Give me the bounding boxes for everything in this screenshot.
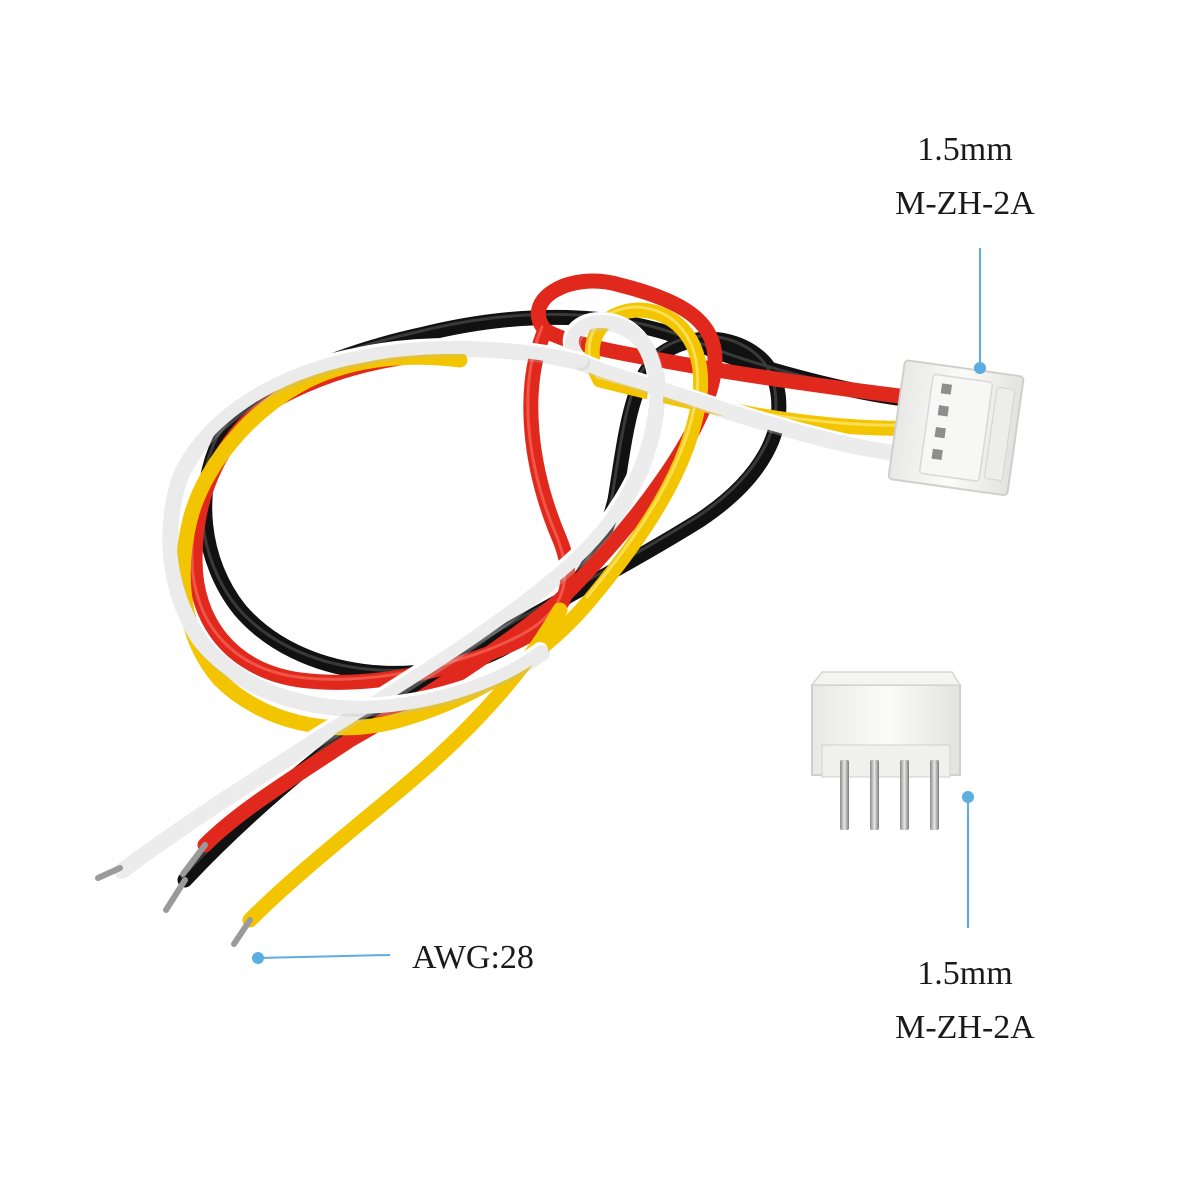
black-wire-tip (163, 877, 188, 913)
yellow-wire-tip (231, 917, 253, 947)
top-callout-model: M-ZH-2A (895, 185, 1035, 222)
wire-tips (95, 842, 253, 947)
red-wire-tip (180, 842, 208, 877)
white-wire-tip (95, 865, 123, 881)
bottom-callout-model: M-ZH-2A (895, 1009, 1035, 1046)
awg-callout-label: AWG:28 (412, 939, 534, 976)
header-pins (840, 760, 939, 830)
callout-lines (252, 248, 986, 964)
awg-callout-line (257, 954, 391, 959)
wire-bundle (112, 273, 925, 928)
awg-callout-dot (252, 952, 264, 964)
top-callout-size: 1.5mm (917, 131, 1013, 168)
bottom-connector (810, 671, 962, 830)
top-connector (887, 359, 1025, 497)
wire-white (112, 312, 925, 879)
bottom-callout-dot (962, 791, 974, 803)
top-callout-dot (974, 362, 986, 374)
bottom-callout-size: 1.5mm (917, 955, 1013, 992)
